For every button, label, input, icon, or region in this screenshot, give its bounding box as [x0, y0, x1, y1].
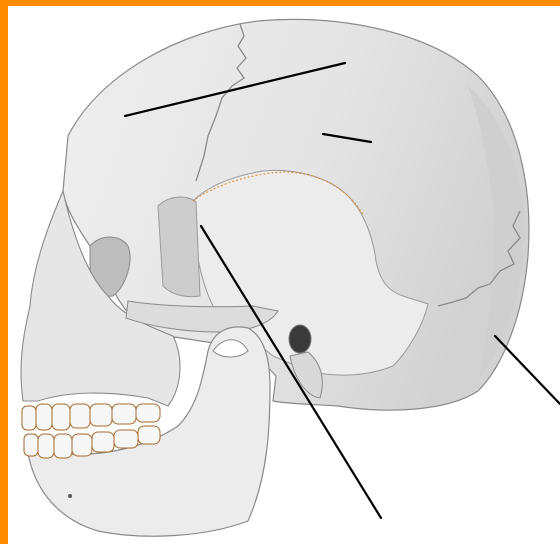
mental-foramen	[68, 494, 72, 498]
upper-teeth	[22, 404, 160, 430]
skull-diagram	[8, 6, 560, 544]
diagram-frame	[8, 6, 560, 544]
ear-canal	[289, 325, 311, 353]
sphenoid-wing	[158, 197, 200, 297]
leader-line-occipital	[495, 336, 560, 404]
